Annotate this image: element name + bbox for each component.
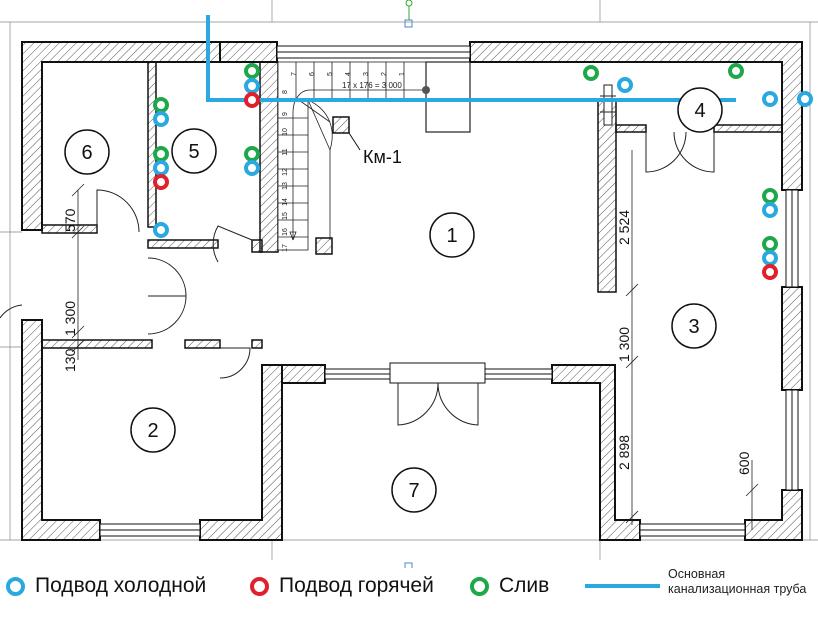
svg-text:1 300: 1 300: [62, 301, 78, 336]
riser-boxes: [315, 116, 361, 255]
svg-text:6: 6: [81, 142, 92, 164]
svg-text:2 898: 2 898: [616, 435, 632, 470]
cold-point-icon: [244, 160, 260, 176]
hot-point-icon: [244, 92, 260, 108]
legend: Подвод холодной Подвод горячей Слив Осно…: [0, 567, 818, 617]
drain-point-icon: [153, 97, 169, 113]
cold-water-dot-icon: [6, 576, 25, 596]
legend-hot-label: Подвод горячей: [279, 574, 434, 597]
svg-text:570: 570: [62, 208, 78, 232]
construction-lines: [0, 0, 818, 560]
drain-point-icon: [153, 146, 169, 162]
hot-point-icon: [762, 264, 778, 280]
windows: [99, 45, 799, 537]
cold-point-icon: [153, 160, 169, 176]
stair-step-number: 15: [282, 212, 289, 220]
cold-point-icon: [244, 78, 260, 94]
stair-step-number: 10: [282, 128, 289, 136]
hot-point-icon: [153, 174, 169, 190]
stair-step-number: 14: [282, 198, 289, 206]
legend-drain-label: Слив: [499, 574, 550, 597]
selection-handle[interactable]: [404, 19, 413, 28]
svg-text:1 300: 1 300: [616, 327, 632, 362]
svg-text:1: 1: [446, 225, 457, 247]
room-marker-5: 5: [171, 128, 217, 174]
svg-text:4: 4: [694, 100, 705, 122]
stair-step-number: 5: [327, 72, 334, 76]
svg-text:2 524: 2 524: [616, 210, 632, 245]
drain-point-icon: [583, 65, 599, 81]
legend-drain: Слив: [470, 574, 549, 598]
selection-handle[interactable]: [405, 0, 413, 7]
stair-step-numbers: 7 6 5 4 3 2 1 8 9 10 11 12 13 14 15 16 17: [282, 72, 406, 252]
interior-walls: [41, 61, 783, 349]
stair-step-number: 16: [282, 228, 289, 236]
stair-step-number: 4: [345, 72, 352, 76]
stair-step-number: 11: [282, 148, 289, 155]
legend-cold: Подвод холодной: [6, 574, 206, 598]
plumbing-points: [153, 63, 813, 280]
drain-point-icon: [762, 188, 778, 204]
drain-point-icon: [728, 63, 744, 79]
stair-step-number: 13: [282, 182, 289, 190]
room-marker-3: 3: [671, 303, 717, 349]
stair-step-number: 8: [282, 90, 289, 94]
svg-text:600: 600: [736, 451, 752, 475]
staircase: [277, 61, 471, 251]
sewer-pipe-line-icon: [585, 584, 660, 588]
room-marker-4: 4: [677, 87, 723, 133]
cold-point-icon: [617, 77, 633, 93]
drain-point-icon: [762, 236, 778, 252]
cold-point-icon: [797, 91, 813, 107]
room-marker-7: 7: [391, 467, 437, 513]
fixture-room4: [600, 84, 616, 126]
stair-annotation: 17 x 176 = 3 000: [342, 81, 402, 90]
cold-point-icon: [153, 111, 169, 127]
stair-step-number: 1: [399, 72, 406, 76]
main-sewer-pipe: [206, 15, 736, 102]
stair-step-number: 17: [282, 244, 289, 252]
room-marker-2: 2: [130, 407, 176, 453]
legend-pipe-label: Основная канализационная труба: [668, 567, 807, 596]
svg-text:2: 2: [147, 420, 158, 442]
dimension-lines: [71, 150, 759, 530]
legend-cold-label: Подвод холодной: [35, 574, 207, 597]
doors: [0, 131, 715, 426]
legend-hot: Подвод горячей: [250, 574, 434, 598]
cold-point-icon: [762, 202, 778, 218]
selection-handle[interactable]: [404, 562, 413, 568]
stair-step-number: 6: [309, 72, 316, 76]
svg-text:5: 5: [188, 141, 199, 163]
stair-step-number: 12: [282, 168, 289, 176]
stair-step-number: 2: [381, 72, 388, 76]
svg-text:7: 7: [408, 480, 419, 502]
cold-point-icon: [762, 91, 778, 107]
svg-text:3: 3: [688, 316, 699, 338]
stair-step-number: 9: [282, 112, 289, 116]
room-marker-1: 1: [429, 212, 475, 258]
exterior-walls: [21, 41, 803, 541]
drain-dot-icon: [470, 576, 489, 596]
cold-point-icon: [153, 222, 169, 238]
hot-water-dot-icon: [250, 576, 269, 596]
stair-step-number: 3: [363, 72, 370, 76]
drain-point-icon: [244, 146, 260, 162]
svg-text:130: 130: [62, 348, 78, 372]
km-label: Км-1: [363, 147, 402, 167]
room-marker-6: 6: [64, 129, 110, 175]
cold-point-icon: [762, 250, 778, 266]
stair-step-number: 7: [291, 72, 298, 76]
drain-point-icon: [244, 63, 260, 79]
dimension-labels: 570 1 300 130 2 524 1 300 2 898 600: [62, 208, 752, 475]
